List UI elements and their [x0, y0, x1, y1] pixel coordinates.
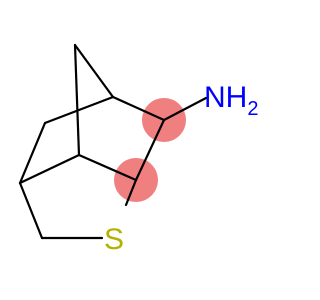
bond-c8-c5 — [18, 153, 81, 185]
amine-symbol: NH — [204, 81, 247, 114]
bond-s-c2 — [124, 178, 138, 207]
bond-c8-c9 — [18, 181, 44, 240]
bond-c6-c1 — [111, 95, 166, 122]
bond-c4-c6 — [73, 43, 115, 99]
sulfur-label: S — [104, 223, 124, 256]
structure-canvas: NH2 S — [18, 43, 259, 256]
bond-c1-n — [162, 96, 208, 122]
bond-c1-c2 — [134, 118, 166, 182]
molecule-diagram: NH2 S — [18, 43, 258, 256]
amine-label: NH2 — [204, 81, 258, 120]
bond-c5-c2 — [77, 153, 138, 182]
bond-c4-c5 — [73, 43, 81, 157]
amine-subscript: 2 — [247, 98, 258, 120]
bond-c6-c7 — [43, 95, 115, 125]
bond-c7-c8 — [18, 121, 47, 185]
